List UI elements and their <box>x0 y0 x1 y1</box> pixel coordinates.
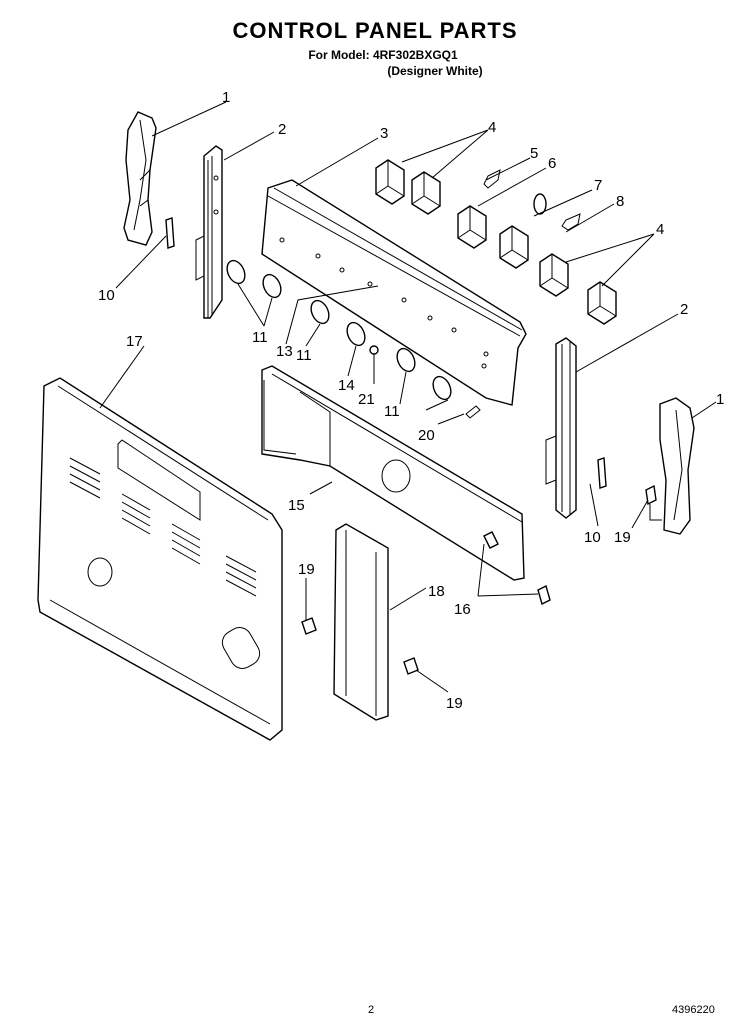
part-bracket-left <box>195 145 223 319</box>
callout-10: 10 <box>98 287 115 304</box>
part-clip-right <box>597 457 607 489</box>
callout-18: 18 <box>428 583 445 600</box>
callout-8: 8 <box>616 193 624 210</box>
callout-16: 16 <box>454 601 471 618</box>
leader-lines <box>99 101 717 693</box>
callout-2: 2 <box>680 301 688 318</box>
part-ring <box>499 193 547 269</box>
page-number: 2 <box>368 1004 375 1016</box>
part-bolts <box>483 531 551 606</box>
callout-14: 14 <box>338 377 355 394</box>
callout-19: 19 <box>614 529 631 546</box>
callout-2: 2 <box>278 121 286 138</box>
model-line: For Model: 4RF302BXGQ1 <box>308 48 458 62</box>
page-title: CONTROL PANEL PARTS <box>232 18 518 43</box>
callout-15: 15 <box>288 497 305 514</box>
part-end-cap-right <box>659 397 695 535</box>
callout-4: 4 <box>656 221 664 238</box>
callout-3: 3 <box>380 125 388 142</box>
callout-6: 6 <box>548 155 556 172</box>
part-bracket-right <box>545 337 577 519</box>
part-mounting-channel <box>261 365 525 581</box>
part-rear-panel <box>37 377 283 741</box>
callout-19: 19 <box>446 695 463 712</box>
part-infinite-switch <box>457 205 487 249</box>
part-end-cap-left <box>123 111 157 246</box>
part-side-bracket <box>333 523 389 721</box>
finish-line: (Designer White) <box>387 64 483 78</box>
callout-11: 11 <box>384 403 400 420</box>
part-wire-clips <box>483 169 581 231</box>
callout-13: 13 <box>276 343 293 360</box>
callout-11: 11 <box>252 329 268 346</box>
part-screws-19 <box>301 484 662 675</box>
callout-10: 10 <box>584 529 601 546</box>
callout-1: 1 <box>222 89 230 106</box>
callout-11: 11 <box>296 347 312 364</box>
callout-17: 17 <box>126 333 143 350</box>
callout-7: 7 <box>594 177 602 194</box>
callout-labels: 1 2 3 4 5 6 7 8 4 2 1 10 11 13 11 14 21 … <box>98 89 724 712</box>
callout-1: 1 <box>716 391 724 408</box>
part-knobs <box>226 259 452 401</box>
part-switch <box>375 159 617 325</box>
callout-21: 21 <box>358 391 375 408</box>
document-number: 4396220 <box>672 1004 715 1016</box>
callout-19: 19 <box>298 561 315 578</box>
callout-5: 5 <box>530 145 538 162</box>
callout-4: 4 <box>488 119 496 136</box>
part-console <box>261 179 527 406</box>
callout-20: 20 <box>418 427 435 444</box>
part-clip-left <box>165 217 175 249</box>
